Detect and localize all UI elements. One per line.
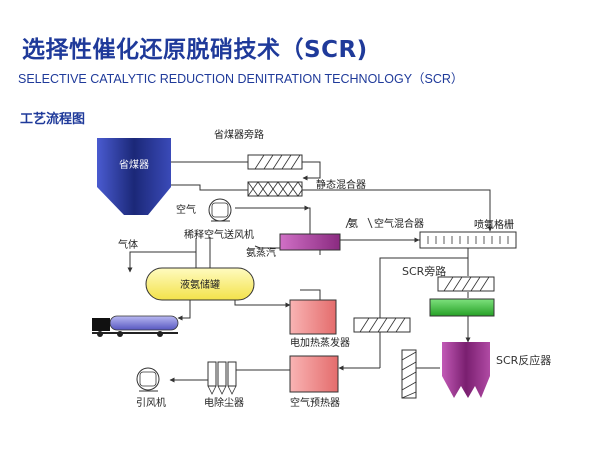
liquid-ammonia-tank bbox=[145, 267, 255, 301]
electrostatic-precipitator bbox=[207, 361, 237, 395]
ammonia-vapor-label: 氨蒸汽 bbox=[246, 246, 276, 259]
dilution-fan-label: 稀释空气送风机 bbox=[184, 228, 254, 241]
heat-exchanger bbox=[401, 349, 417, 399]
economizer-label: 省煤器 bbox=[119, 158, 149, 171]
air-mixer-label: 空气混合器 bbox=[374, 217, 424, 230]
liquid-ammonia-tank-label: 液氨储罐 bbox=[180, 278, 220, 291]
ammonia-label: 氨 bbox=[348, 217, 358, 230]
truck bbox=[92, 315, 179, 337]
electric-evaporator-label: 电加热蒸发器 bbox=[290, 336, 350, 349]
bypass-damper-left bbox=[353, 317, 411, 333]
page-subtitle: SELECTIVE CATALYTIC REDUCTION DENITRATIO… bbox=[18, 72, 464, 86]
static-mixer bbox=[247, 181, 303, 197]
ammonia-injection-grid bbox=[419, 231, 517, 249]
electric-evaporator bbox=[289, 299, 337, 335]
scr-reactor-label: SCR反应器 bbox=[496, 353, 551, 367]
induced-fan-label: 引风机 bbox=[136, 396, 166, 409]
scr-reactor bbox=[442, 342, 490, 398]
induced-draft-fan bbox=[136, 367, 160, 392]
ammonia-grid-label: 喷氨格栅 bbox=[474, 218, 514, 231]
air-mixer bbox=[279, 233, 341, 251]
air-label: 空气 bbox=[176, 203, 196, 216]
dilution-fan bbox=[208, 198, 232, 222]
catalyst-layer bbox=[429, 298, 495, 317]
section-title: 工艺流程图 bbox=[20, 112, 86, 127]
scr-bypass-label: SCR旁路 bbox=[402, 264, 446, 278]
economizer-bypass-damper bbox=[247, 154, 303, 170]
economizer bbox=[97, 138, 171, 215]
scr-bypass-damper bbox=[437, 276, 495, 292]
page-title: 选择性催化还原脱硝技术（SCR) bbox=[22, 37, 368, 63]
economizer-bypass-label: 省煤器旁路 bbox=[214, 128, 264, 141]
esp-label: 电除尘器 bbox=[204, 396, 244, 409]
air-preheater-label: 空气预热器 bbox=[290, 396, 340, 409]
air-preheater bbox=[289, 355, 339, 393]
gas-label: 气体 bbox=[118, 238, 138, 251]
static-mixer-label: 静态混合器 bbox=[316, 178, 366, 191]
